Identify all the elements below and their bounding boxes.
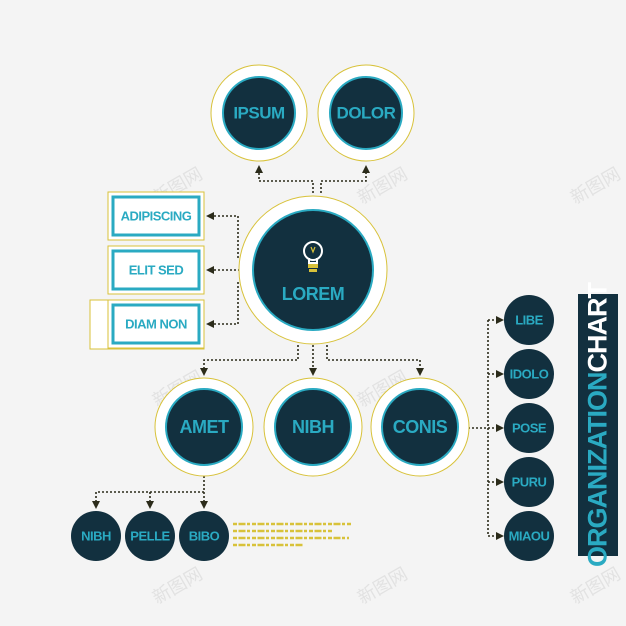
top-node[interactable]: DOLOR [317, 64, 415, 162]
top-node-disc [222, 76, 296, 150]
bottom-node-disc [179, 511, 229, 561]
bottom-node-label: NIBH [81, 529, 111, 544]
bottom-node[interactable]: NIBH [71, 511, 121, 561]
connector-center-left [206, 282, 239, 328]
right-node-disc [504, 349, 554, 399]
left-box[interactable]: DIAM NON [89, 299, 205, 350]
bottom-node-label: PELLE [130, 529, 170, 544]
left-box-border [111, 249, 201, 291]
chart-title: ORGANIZATIONCHART [583, 283, 614, 567]
middle-node-label: NIBH [292, 417, 334, 437]
middle-node[interactable]: AMET [154, 377, 254, 477]
connector-center-top [320, 165, 370, 193]
middle-node-disc [274, 388, 352, 466]
title-sidebar [578, 294, 618, 556]
center-node-label: LOREM [282, 284, 345, 304]
right-node-disc [504, 403, 554, 453]
bottom-node-disc [125, 511, 175, 561]
connector-center-middle [326, 345, 424, 376]
lightbulb-icon [303, 241, 323, 272]
right-node[interactable]: POSE [504, 403, 554, 453]
left-box-border [111, 303, 201, 345]
bottom-node[interactable]: BIBO [179, 511, 229, 561]
bottom-node[interactable]: PELLE [125, 511, 175, 561]
title-part1: ORGANIZATION [582, 372, 613, 567]
middle-node[interactable]: CONIS [370, 377, 470, 477]
connector-center-top [255, 165, 314, 193]
left-box-label: DIAM NON [125, 317, 187, 332]
title-part2: CHART [582, 283, 613, 373]
left-box-label: ELIT SED [129, 263, 184, 278]
nodes: LOREM IPSUM DOLOR ADIPISCING ELIT SED DIAM NO… [71, 64, 554, 561]
right-node-disc [504, 511, 554, 561]
middle-node-disc [165, 388, 243, 466]
top-node-label: DOLOR [337, 104, 396, 123]
top-node[interactable]: IPSUM [210, 64, 308, 162]
top-node-label: IPSUM [233, 104, 285, 123]
right-node-disc [504, 457, 554, 507]
right-node-label: LIBE [515, 313, 543, 328]
top-node-disc [329, 76, 403, 150]
right-node-label: MIAOU [509, 529, 550, 544]
middle-node-disc [381, 388, 459, 466]
right-node-label: IDOLO [510, 367, 549, 382]
connector-center-left [206, 212, 239, 258]
right-node-label: PURU [512, 475, 547, 490]
bottom-node-label: BIBO [189, 529, 220, 544]
center-node[interactable]: LOREM [238, 195, 388, 345]
middle-node-label: AMET [180, 417, 229, 437]
connectors [92, 165, 504, 540]
connector-center-middle [200, 345, 299, 376]
right-node-label: POSE [512, 421, 547, 436]
placeholder-text-lines [233, 522, 351, 547]
right-node[interactable]: PURU [504, 457, 554, 507]
left-box[interactable]: ELIT SED [107, 245, 205, 295]
left-box[interactable]: ADIPISCING [107, 191, 205, 241]
middle-node-label: CONIS [393, 417, 448, 437]
right-node[interactable]: IDOLO [504, 349, 554, 399]
left-box-label: ADIPISCING [121, 209, 192, 224]
left-box-border [111, 195, 201, 237]
bottom-node-disc [71, 511, 121, 561]
middle-node[interactable]: NIBH [263, 377, 363, 477]
right-node[interactable]: MIAOU [504, 511, 554, 561]
right-node[interactable]: LIBE [504, 295, 554, 345]
right-node-disc [504, 295, 554, 345]
